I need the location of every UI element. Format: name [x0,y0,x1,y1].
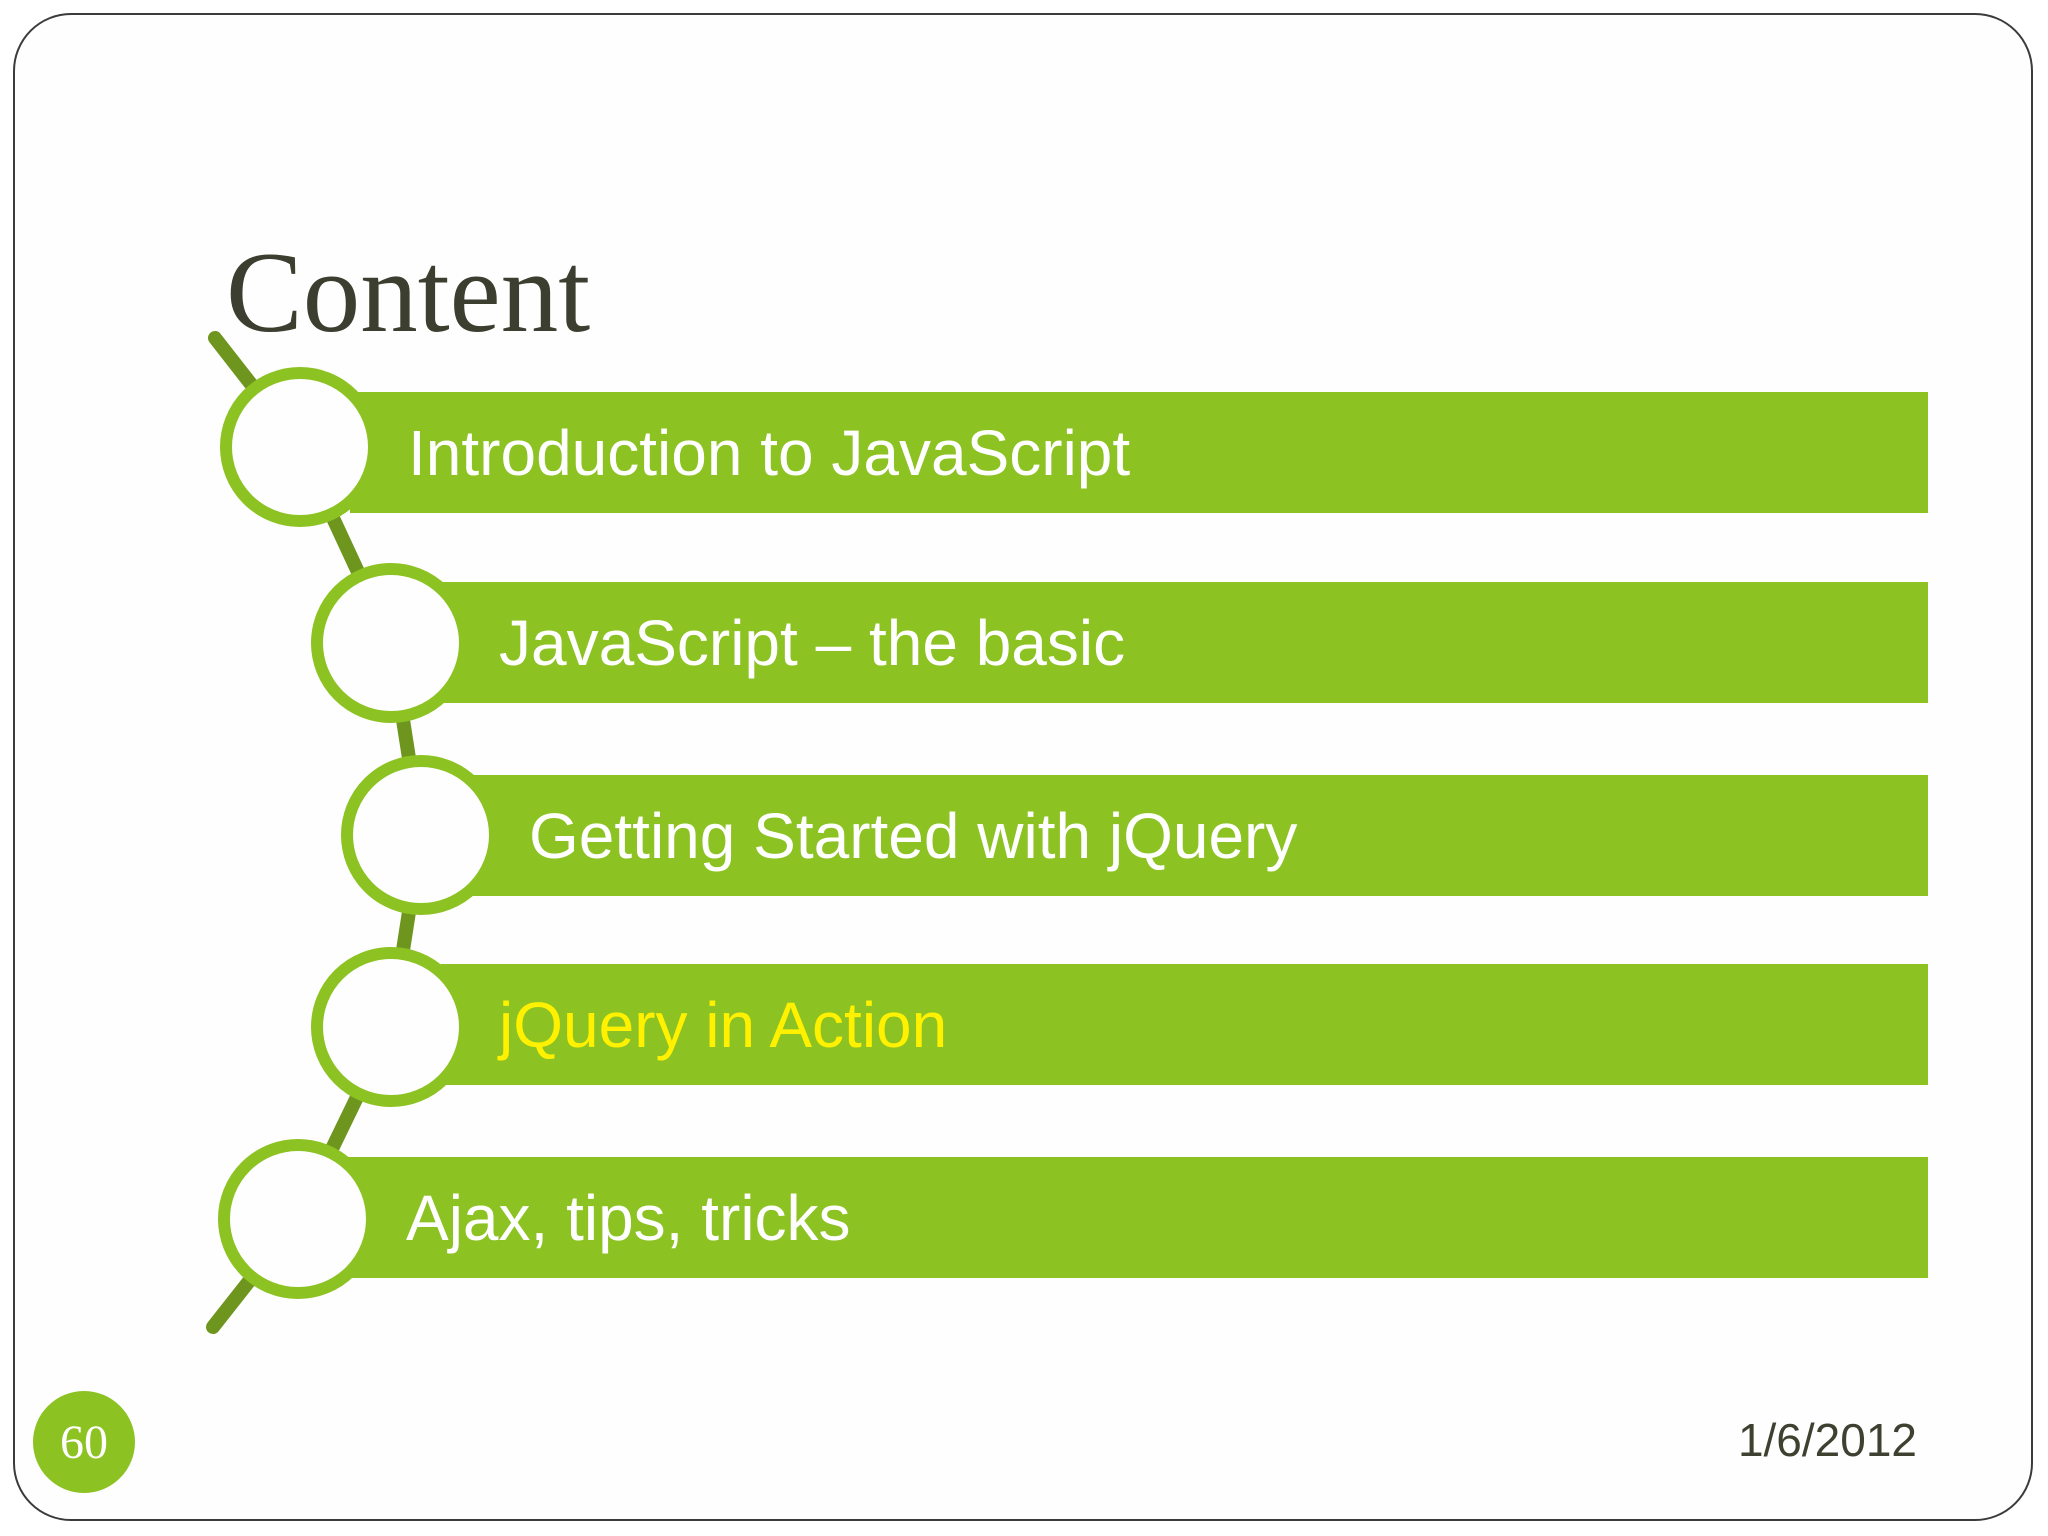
slide-title: Content [226,229,591,357]
content-item-bar-5: Ajax, tips, tricks [348,1157,1928,1278]
content-item-label: Ajax, tips, tricks [406,1181,851,1254]
content-item-bar-2: JavaScript – the basic [441,582,1928,703]
content-item-label: Getting Started with jQuery [529,799,1298,872]
content-item-label: jQuery in Action [499,988,948,1061]
content-item-bar-1: Introduction to JavaScript [350,392,1928,513]
slide-date: 1/6/2012 [1737,1414,1917,1466]
content-item-bar-4: jQuery in Action [441,964,1928,1085]
content-item-label: JavaScript – the basic [499,606,1126,679]
content-item-label: Introduction to JavaScript [408,416,1131,489]
content-item-bar-3: Getting Started with jQuery [471,775,1928,896]
page-number: 60 [60,1415,108,1469]
page-number-badge: 60 [33,1391,135,1493]
